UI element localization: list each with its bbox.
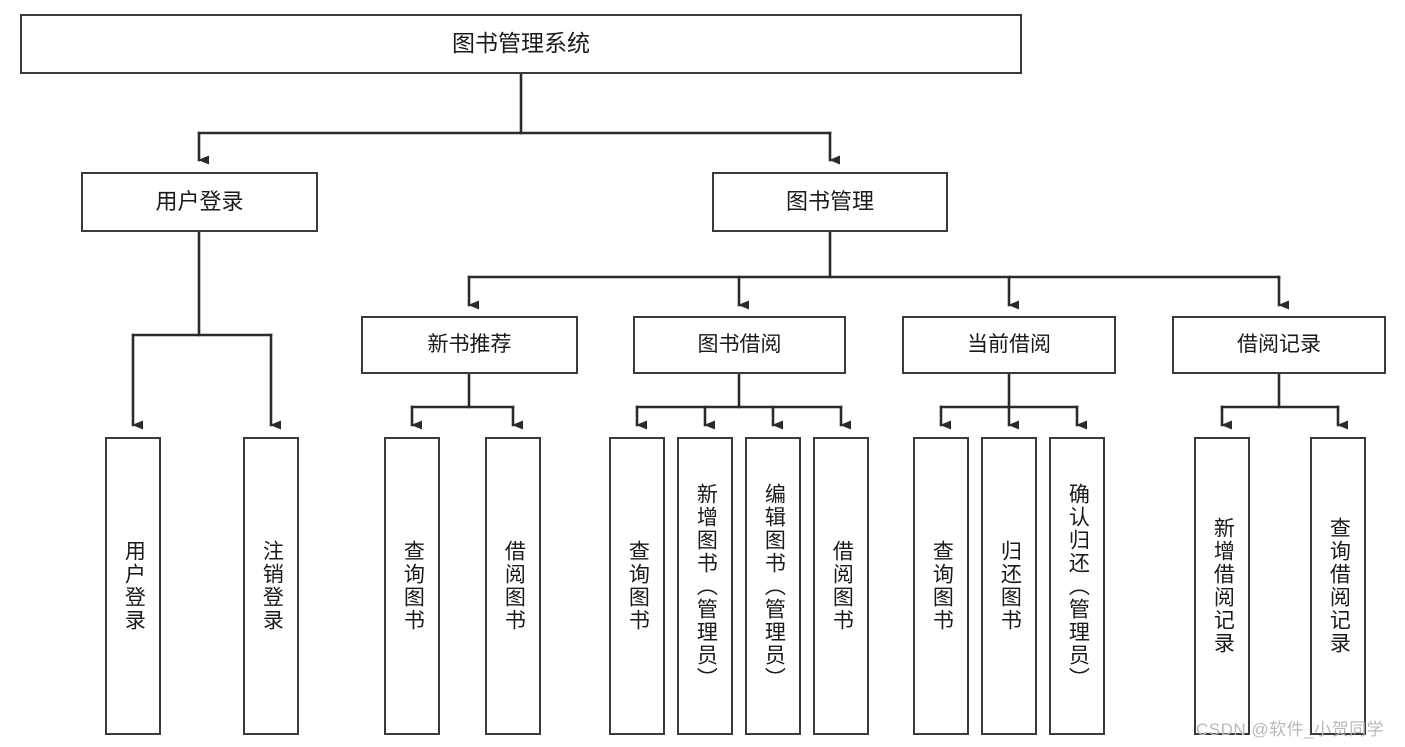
node-leaf-user-logout-label: 注销登录 (260, 540, 284, 632)
node-leaf-confirm-return[interactable]: 确认归还（管理员） (1049, 437, 1105, 735)
node-leaf-confirm-return-label: 确认归还（管理员） (1066, 482, 1090, 690)
node-leaf-query-book-3-label: 查询图书 (930, 540, 954, 632)
node-new-book-recommend[interactable]: 新书推荐 (361, 316, 578, 374)
node-leaf-query-book-1-label: 查询图书 (401, 540, 425, 632)
node-book-borrow-label: 图书借阅 (697, 332, 782, 356)
node-leaf-user-login-label: 用户登录 (122, 540, 146, 632)
node-leaf-borrow-book-1-label: 借阅图书 (502, 540, 526, 632)
node-leaf-query-book-1[interactable]: 查询图书 (384, 437, 440, 735)
node-leaf-query-book-3[interactable]: 查询图书 (913, 437, 969, 735)
node-leaf-borrow-book-2-label: 借阅图书 (830, 540, 854, 632)
node-book-manage[interactable]: 图书管理 (712, 172, 948, 232)
node-leaf-add-record-label: 新增借阅记录 (1211, 517, 1235, 655)
node-user-login[interactable]: 用户登录 (81, 172, 318, 232)
node-leaf-user-logout[interactable]: 注销登录 (243, 437, 299, 735)
node-book-manage-label: 图书管理 (785, 189, 874, 215)
node-leaf-query-record[interactable]: 查询借阅记录 (1310, 437, 1366, 735)
node-leaf-add-book-label: 新增图书（管理员） (694, 482, 718, 690)
node-leaf-borrow-book-1[interactable]: 借阅图书 (485, 437, 541, 735)
node-leaf-query-book-2-label: 查询图书 (626, 540, 650, 632)
node-borrow-record[interactable]: 借阅记录 (1172, 316, 1386, 374)
watermark: CSDN @软件_小贺同学 (1196, 720, 1385, 739)
node-leaf-return-book[interactable]: 归还图书 (981, 437, 1037, 735)
node-current-borrow-label: 当前借阅 (967, 332, 1051, 356)
node-leaf-add-book[interactable]: 新增图书（管理员） (677, 437, 733, 735)
node-user-login-label: 用户登录 (155, 189, 244, 215)
node-root-label: 图书管理系统 (452, 30, 590, 57)
node-leaf-query-record-label: 查询借阅记录 (1327, 517, 1351, 655)
node-leaf-add-record[interactable]: 新增借阅记录 (1194, 437, 1250, 735)
node-root[interactable]: 图书管理系统 (20, 14, 1022, 74)
node-leaf-edit-book[interactable]: 编辑图书（管理员） (745, 437, 801, 735)
node-current-borrow[interactable]: 当前借阅 (902, 316, 1116, 374)
node-borrow-record-label: 借阅记录 (1237, 332, 1321, 356)
node-leaf-user-login[interactable]: 用户登录 (105, 437, 161, 735)
node-leaf-query-book-2[interactable]: 查询图书 (609, 437, 665, 735)
node-leaf-edit-book-label: 编辑图书（管理员） (762, 482, 786, 690)
node-leaf-borrow-book-2[interactable]: 借阅图书 (813, 437, 869, 735)
node-leaf-return-book-label: 归还图书 (998, 540, 1022, 632)
node-book-borrow[interactable]: 图书借阅 (633, 316, 846, 374)
node-new-book-recommend-label: 新书推荐 (427, 332, 512, 356)
